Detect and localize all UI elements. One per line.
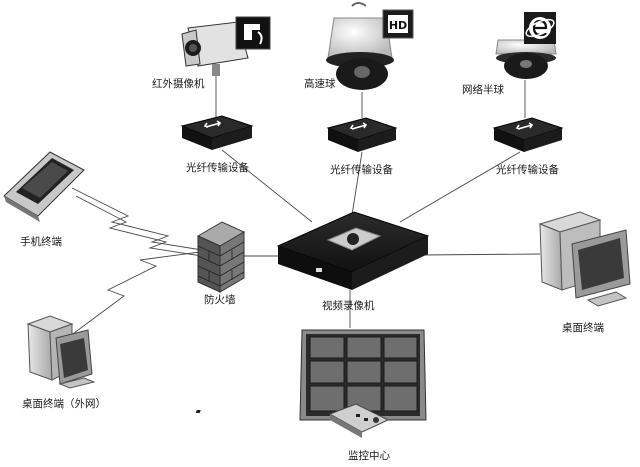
label-nvr: 视频录像机: [322, 300, 375, 312]
wireless-link-external: [69, 251, 201, 337]
fiber-transceiver-left: [180, 115, 254, 150]
label-ir-camera: 红外摄像机: [152, 78, 205, 90]
speed-dome-camera-icon: HD: [326, 2, 414, 90]
hd-badge-text: HD: [389, 19, 407, 32]
label-network-dome: 网络半球: [462, 84, 504, 96]
internet-e-icon: [524, 12, 556, 44]
label-desktop-external: 桌面终端（外网）: [22, 398, 106, 410]
video-recorder-icon: [276, 211, 430, 290]
label-desktop-right: 桌面终端: [562, 322, 604, 334]
link-fiber-left-nvr: [221, 149, 313, 223]
label-fiber-right: 光纤传输设备: [496, 164, 559, 176]
desktop-computer-icon-right: [538, 211, 631, 307]
firewall-brick-icon: [196, 221, 246, 293]
fiber-transceiver-right: [492, 117, 564, 152]
desktop-computer-icon-external: [26, 315, 96, 389]
link-fiber-mid-nvr: [351, 151, 363, 216]
label-firewall: 防火墙: [204, 294, 236, 306]
infrared-camera-icon: [181, 16, 271, 76]
mobile-phone-icon: [3, 151, 85, 222]
hd-badge-icon: HD: [382, 9, 414, 39]
wireless-link-mobile-2: [75, 195, 203, 257]
ir-badge-icon: [235, 16, 271, 50]
video-wall-keyboard-icon: [195, 329, 427, 438]
link-nvr-desktop: [419, 253, 541, 256]
label-fiber-mid: 光纤传输设备: [330, 164, 393, 176]
label-fiber-left: 光纤传输设备: [186, 162, 249, 174]
wireless-link-mobile: [71, 187, 203, 251]
label-speed-dome: 高速球: [304, 78, 336, 90]
fiber-transceiver-mid: [326, 117, 398, 152]
label-mobile: 手机终端: [20, 236, 62, 248]
connection-lines: [69, 72, 541, 337]
label-monitor-center: 监控中心: [348, 450, 390, 462]
network-dome-camera-icon: [495, 12, 557, 79]
link-fiber-right-nvr: [399, 151, 521, 223]
